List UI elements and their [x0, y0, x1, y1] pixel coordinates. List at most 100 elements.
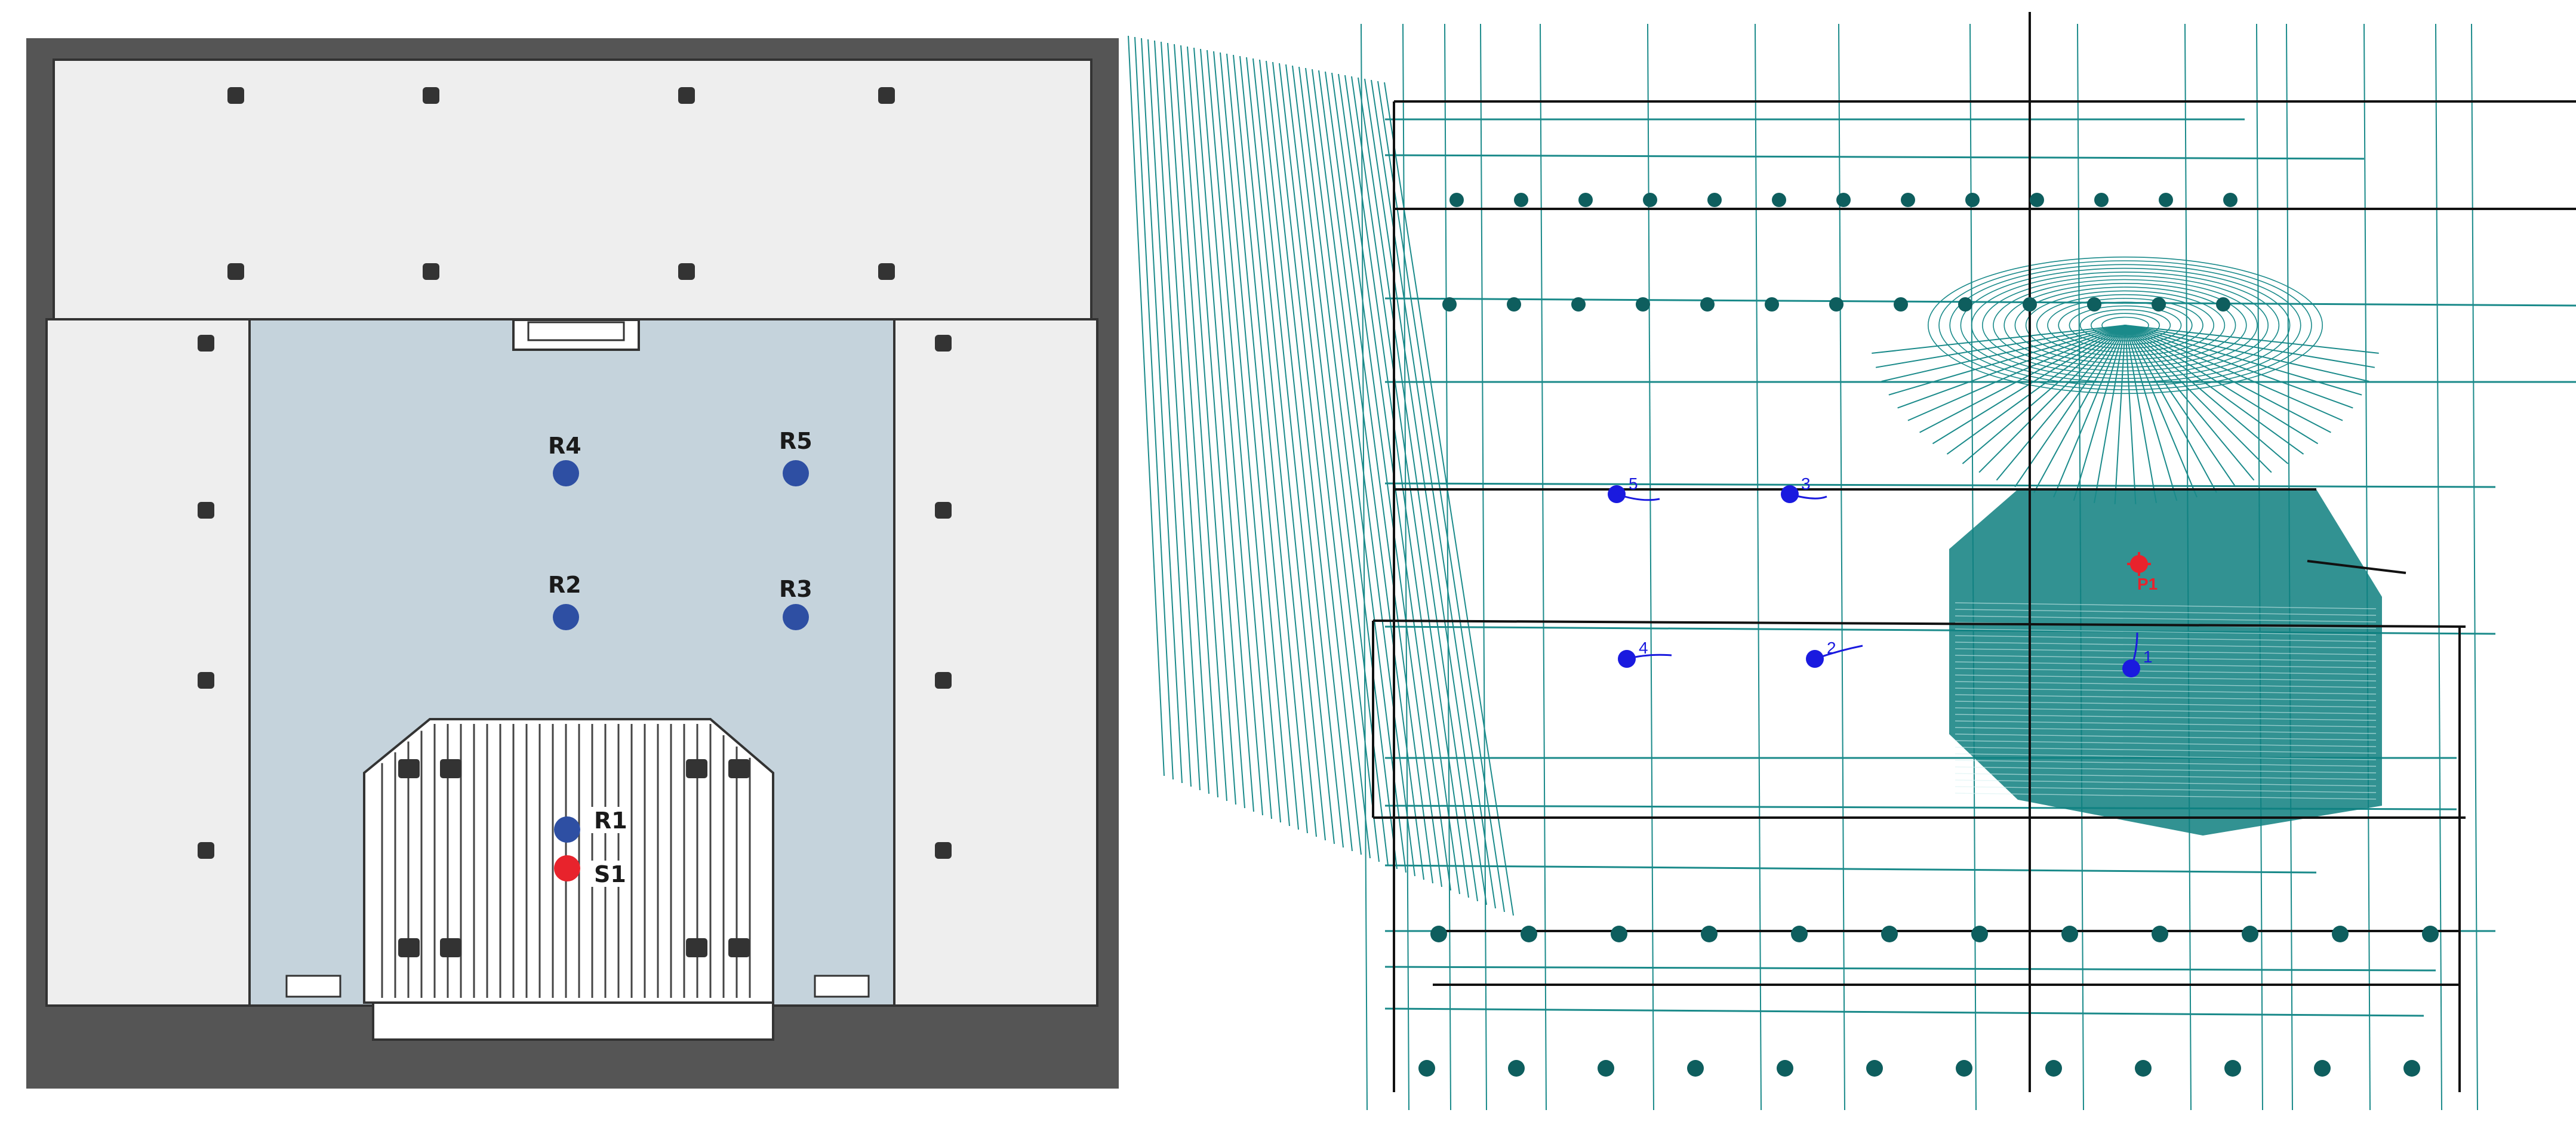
fixture-icon — [1430, 926, 1447, 942]
pillar-icon — [935, 335, 952, 352]
pillar-icon — [198, 842, 214, 859]
model-receiver-2-ray — [1814, 645, 1863, 660]
fixture-icon — [1571, 297, 1586, 312]
left-wall-wire — [1193, 47, 1254, 812]
fixture-icon — [2152, 297, 2166, 312]
canopy-ring — [2047, 298, 2203, 353]
stage-mesh-rib — [1955, 740, 2377, 747]
left-wall-wire — [1141, 38, 1183, 784]
fixture-icon — [2087, 297, 2101, 312]
fixture-icon — [1611, 926, 1627, 942]
receiver-r2-marker — [553, 604, 579, 630]
left-wall-wire — [1187, 46, 1245, 809]
fixture-icon — [2332, 926, 2349, 942]
left-wall-wire — [1134, 36, 1174, 780]
fixture-icon — [1636, 297, 1650, 312]
floor-wire — [1384, 864, 2317, 874]
canopy-wire — [2114, 325, 2126, 504]
left-wall-wire — [1239, 56, 1317, 837]
fixture-icon — [1507, 297, 1521, 312]
fixture-icon — [1508, 1060, 1525, 1077]
wireframe-model: 1 2 3 4 5 P1 — [1128, 12, 2576, 1111]
left-wall-wire — [1331, 72, 1442, 887]
canopy-ring — [1938, 260, 2312, 390]
fixture-icon — [2403, 1060, 2420, 1077]
canopy-wire — [1875, 325, 2126, 368]
canopy-wire — [1888, 325, 2126, 396]
left-wall-wire — [1161, 41, 1209, 794]
fixture-icon — [1836, 193, 1851, 207]
canopy-wire — [2125, 325, 2217, 493]
stage-mesh-rib — [1955, 760, 2377, 767]
canopy-ring — [2101, 316, 2149, 334]
fixture-icon — [1901, 193, 1915, 207]
fixture-icon — [1687, 1060, 1704, 1077]
stage-mesh-rib — [1955, 635, 2377, 642]
canopy-wire — [2125, 325, 2379, 354]
pillars — [198, 87, 952, 859]
canopy-wire — [1978, 325, 2126, 473]
right-step — [814, 975, 870, 998]
stage-mesh-rib — [1955, 747, 2377, 754]
source-s1-label-bg — [586, 861, 627, 887]
column-wire — [2363, 23, 2371, 1111]
fixture-icon — [1707, 193, 1722, 207]
canopy-ring — [2025, 290, 2226, 360]
source-s1-label: S1 — [594, 861, 626, 887]
canopy-wire — [2073, 325, 2126, 501]
fixture-icon — [1418, 1060, 1435, 1077]
stage-mesh-rib — [1955, 733, 2377, 741]
model-receiver-1-ray — [2130, 632, 2138, 669]
canopy-ring — [2091, 313, 2160, 338]
canopy-ring — [2036, 294, 2215, 357]
stage-mesh — [1872, 256, 2382, 836]
pillar-icon — [423, 87, 439, 104]
stage-mesh-rib — [1955, 793, 2377, 800]
model-source-p1-cross — [2127, 552, 2151, 576]
floor-wire — [1384, 482, 2496, 488]
stage-post-icon — [440, 938, 461, 957]
stage-post-icon — [398, 759, 420, 778]
fixture-icon — [1777, 1060, 1793, 1077]
left-wall-wire — [1272, 61, 1362, 855]
column-wire — [2471, 23, 2478, 1111]
canopy-wire — [2053, 325, 2126, 498]
fixture-icon — [1514, 193, 1528, 207]
left-wall-wire — [1371, 79, 1496, 909]
fixture-icon — [1643, 193, 1657, 207]
canopy-wire — [2125, 325, 2198, 498]
fixture-icon — [2242, 926, 2258, 942]
stage-mesh-rib — [1955, 668, 2377, 675]
fixture-icon — [2061, 926, 2078, 942]
pillar-icon — [227, 263, 244, 280]
stage-mesh-rib — [1955, 779, 2377, 787]
column-wire — [1755, 23, 1762, 1111]
model-receiver-3-label: 3 — [1801, 474, 1811, 493]
black-edge — [1372, 619, 2466, 628]
canopy-wire — [2125, 325, 2289, 464]
stage-front — [372, 1001, 774, 1041]
stage-post-icon — [398, 938, 420, 957]
fixture-icon — [1521, 926, 1537, 942]
model-receiver-5-label: 5 — [1629, 474, 1638, 493]
model-receivers: 1 2 3 4 5 — [1608, 474, 2153, 677]
left-wall-wire — [1279, 63, 1371, 859]
canopy-wire — [2125, 325, 2362, 396]
fixture-icon — [1598, 1060, 1614, 1077]
fixture-icon — [1971, 926, 1988, 942]
column-wire — [2435, 23, 2442, 1111]
pillar-icon — [935, 672, 952, 689]
stage-ribs — [381, 724, 751, 998]
stage-mesh-rib — [1955, 694, 2377, 701]
left-wall-wire — [1180, 45, 1236, 805]
model-receiver-4-label: 4 — [1639, 639, 1648, 657]
ceiling-fixtures — [1418, 193, 2439, 1077]
left-wall-wire — [1154, 40, 1201, 791]
fixture-icon — [1881, 926, 1898, 942]
stage-mesh-rib — [1955, 681, 2377, 688]
left-wall-wire — [1220, 52, 1290, 827]
canopy-wire — [2033, 325, 2126, 493]
left-wall-wire — [1298, 66, 1398, 870]
stage-mesh-rib — [1955, 707, 2377, 714]
canopy-wire — [1962, 325, 2126, 464]
